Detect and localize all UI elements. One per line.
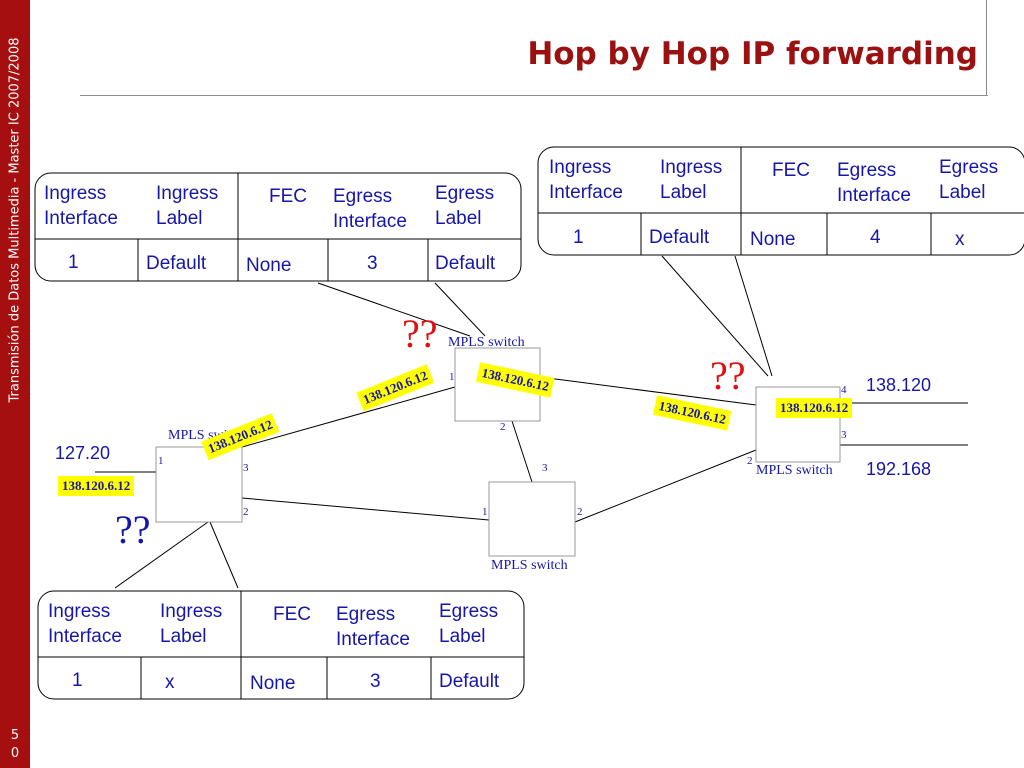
tl-header-egress-interface: Egress Interface <box>333 186 407 232</box>
port-top-3: 3 <box>542 462 548 474</box>
network-right-bottom: 192.168 <box>866 459 932 479</box>
bt-value-egress-interface: 3 <box>370 671 381 692</box>
port-top-2: 2 <box>500 421 506 433</box>
tr-value-ingress-interface: 1 <box>573 227 584 248</box>
port-right-2: 2 <box>747 455 753 467</box>
port-bottom-2: 2 <box>577 506 583 518</box>
switch-label-top: MPLS switch <box>448 335 525 350</box>
unknown-marker-top: ?? <box>402 311 438 356</box>
port-top-1: 1 <box>449 371 455 383</box>
tl-value-fec: None <box>246 255 292 276</box>
tl-header-ingress-interface: Ingress Interface <box>44 183 118 229</box>
bt-header-egress-interface: Egress Interface <box>336 604 410 650</box>
port-bottom-1: 1 <box>482 506 488 518</box>
switch-label-bottom: MPLS switch <box>491 558 568 573</box>
unknown-marker-left: ?? <box>115 507 151 552</box>
tl-value-egress-label: Default <box>435 253 496 274</box>
bt-value-fec: None <box>250 673 296 694</box>
callout-top-left-2 <box>434 282 486 337</box>
bt-header-egress-label: Egress Label <box>439 601 499 647</box>
table-top-right-frame <box>537 146 1024 256</box>
port-left-3: 3 <box>243 462 249 474</box>
bt-header-fec: FEC <box>273 604 311 625</box>
callout-bottom-2 <box>209 521 239 589</box>
bt-value-ingress-interface: 1 <box>72 670 83 691</box>
sidebar <box>0 0 30 768</box>
tl-header-ingress-label: Ingress Label <box>156 183 219 229</box>
unknown-marker-right: ?? <box>710 353 746 398</box>
tr-header-ingress-interface: Ingress Interface <box>549 157 623 203</box>
bt-value-ingress-label: x <box>165 672 175 693</box>
link-left-bottom <box>241 497 490 521</box>
port-left-1: 1 <box>158 455 164 467</box>
port-right-4: 4 <box>841 384 847 396</box>
page-number-digit-2: 0 <box>10 746 20 761</box>
tr-value-fec: None <box>750 229 796 250</box>
bt-header-ingress-label: Ingress Label <box>160 601 223 647</box>
page-number-digit-1: 5 <box>10 728 20 743</box>
ip-tag-host: 138.120.6.12 <box>58 476 135 496</box>
network-left: 127.20 <box>55 443 111 463</box>
tl-value-ingress-label: Default <box>146 253 207 274</box>
switch-box-left <box>155 446 243 523</box>
link-top-right <box>539 376 757 406</box>
tr-header-egress-label: Egress Label <box>939 157 999 203</box>
callout-top-left <box>317 282 471 337</box>
title-divider <box>986 0 987 95</box>
callout-top-right <box>661 255 769 377</box>
bt-header-ingress-interface: Ingress Interface <box>48 601 122 647</box>
table-bottom-frame <box>37 590 525 700</box>
tr-value-ingress-label: Default <box>649 227 710 248</box>
tr-value-egress-interface: 4 <box>870 227 881 248</box>
tl-value-egress-interface: 3 <box>367 253 378 274</box>
switch-label-right: MPLS switch <box>756 463 833 478</box>
tl-value-ingress-interface: 1 <box>68 252 79 273</box>
tl-header-fec: FEC <box>269 186 307 207</box>
tl-header-egress-label: Egress Label <box>435 183 495 229</box>
tr-header-fec: FEC <box>772 160 810 181</box>
table-top-left-frame <box>34 172 522 282</box>
network-right-top: 138.120 <box>866 375 932 395</box>
tr-value-egress-label: x <box>955 229 965 250</box>
slide-title: Hop by Hop IP forwarding <box>527 36 978 72</box>
link-top-bottom <box>511 420 533 483</box>
switch-box-bottom <box>488 481 576 557</box>
port-right-3: 3 <box>841 429 847 441</box>
link-left-top <box>241 386 456 448</box>
bt-value-egress-label: Default <box>439 671 500 692</box>
tr-header-ingress-label: Ingress Label <box>660 157 723 203</box>
callout-bottom <box>114 521 209 589</box>
title-underline <box>80 95 988 96</box>
link-bottom-right <box>574 449 757 523</box>
port-left-2: 2 <box>243 506 249 518</box>
callout-top-right-2 <box>734 255 773 377</box>
ip-tag-right-switch: 138.120.6.12 <box>776 398 853 418</box>
tr-header-egress-interface: Egress Interface <box>837 160 911 206</box>
